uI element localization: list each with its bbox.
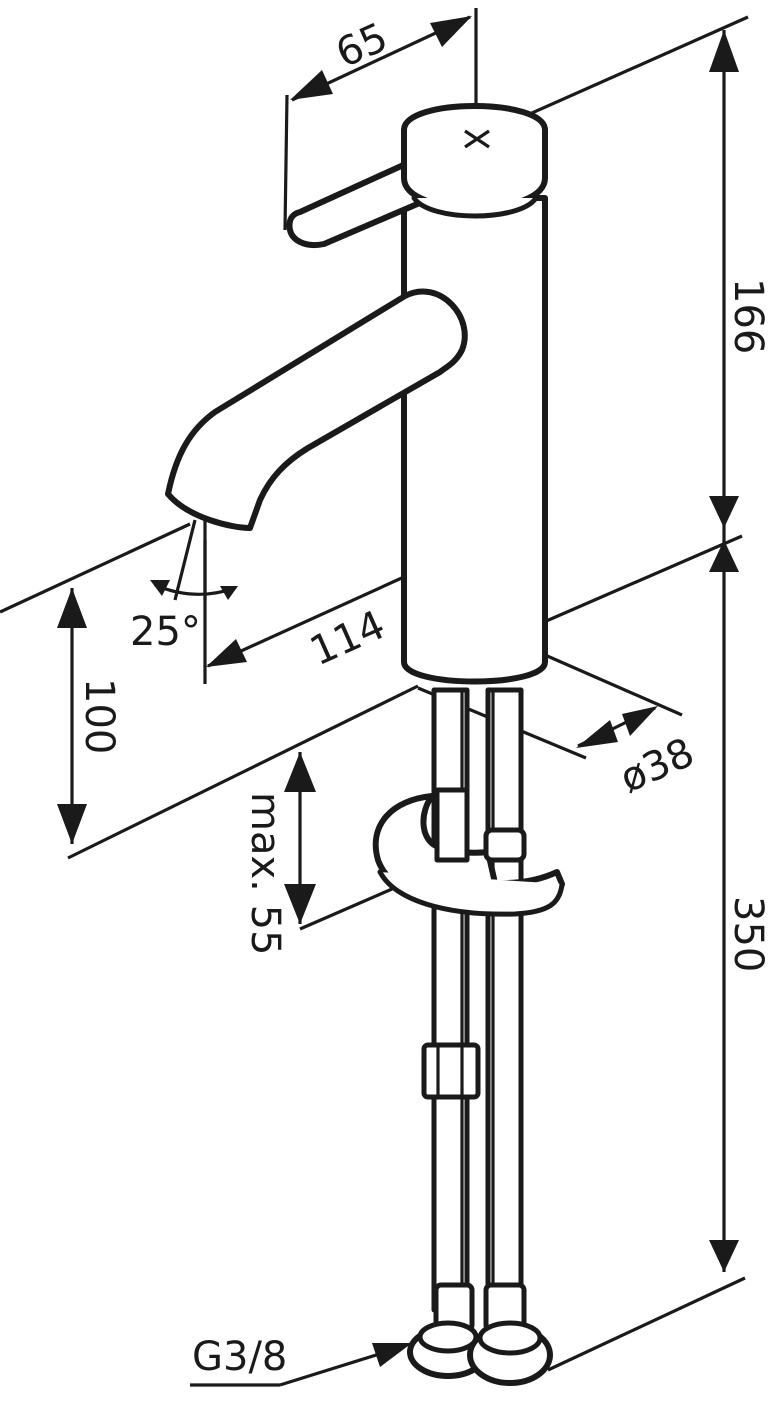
g38-connectors	[407, 1320, 553, 1386]
dim-38-ext-a	[544, 653, 683, 717]
connector-left-top	[417, 1320, 479, 1354]
dim-55-ext	[299, 887, 393, 931]
dim-100-arrow-top	[57, 588, 87, 628]
dim-38-arrow-left	[576, 720, 618, 748]
label-65: 65	[329, 14, 394, 77]
g38-leader-arrow	[372, 1343, 412, 1367]
label-100: 100	[76, 678, 122, 754]
dim-65-arrow-right	[430, 16, 472, 47]
connector-right-top	[477, 1320, 543, 1356]
label-g38: G3/8	[192, 1334, 287, 1380]
dim-100-ext-bottom	[67, 684, 419, 860]
faucet-body	[401, 195, 548, 685]
dim-55-arrow-top	[284, 752, 316, 792]
label-114: 114	[303, 602, 391, 675]
dim-100-ext-top	[0, 522, 191, 614]
label-38: ø38	[613, 729, 701, 802]
dim-65-ext-left	[283, 94, 289, 231]
dim-25-arrow-left	[150, 580, 170, 596]
dim-25-arrow-right	[220, 586, 238, 600]
lever-head-underside	[411, 195, 539, 219]
dim-bottom-ext	[547, 1276, 746, 1372]
lever-head	[401, 103, 548, 211]
supply-hoses	[431, 687, 524, 1313]
lever-handle	[286, 103, 548, 248]
mounting-plate	[372, 787, 565, 917]
label-25: 25°	[130, 609, 201, 655]
dim-65-arrow-left	[290, 70, 333, 100]
dim-100-arrow-bottom	[57, 804, 87, 844]
label-166: 166	[725, 278, 771, 354]
label-350: 350	[725, 896, 771, 972]
lever-arm	[286, 159, 439, 248]
dim-350-arrow-bottom	[709, 1240, 739, 1272]
dim-166-arrow-top	[709, 30, 739, 72]
right-pipe-collar	[483, 827, 527, 863]
dim-55-arrow-bottom	[284, 884, 316, 924]
body-cylinder	[401, 195, 548, 685]
dim-166-arrow-bottom	[709, 496, 739, 528]
threaded-rod-top	[434, 787, 470, 863]
dim-114-arrow-left	[206, 639, 247, 667]
dim-mid-ext	[543, 534, 743, 624]
dim-38-arrow-right	[622, 706, 658, 736]
faucet-spout	[165, 288, 468, 531]
hose-nut-body	[421, 1042, 481, 1100]
label-max55: max. 55	[242, 792, 288, 955]
hose-nut	[421, 1042, 481, 1100]
mounting-plate-ridge	[377, 869, 565, 917]
faucet	[165, 103, 565, 1386]
spout-body	[165, 288, 468, 531]
dim-350-arrow-top	[709, 540, 739, 572]
dim-25-ray	[173, 519, 197, 601]
lever-cross-b	[464, 129, 490, 149]
